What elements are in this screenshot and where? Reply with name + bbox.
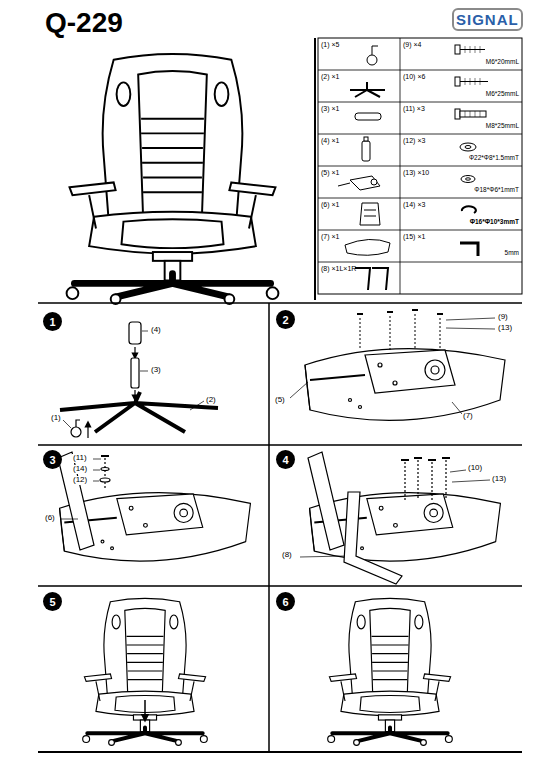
step-number: 2 — [276, 310, 295, 329]
step-number-text: 2 — [282, 314, 288, 326]
callout-number: (7) — [462, 412, 474, 421]
part-spec: M6*25mmL — [459, 90, 519, 97]
part-quantity: (12) ×3 — [403, 137, 425, 145]
callout-number: (10) — [467, 464, 483, 473]
callout-number: (2) — [205, 396, 217, 405]
step-number: 5 — [43, 592, 62, 611]
step-number: 3 — [43, 450, 62, 469]
part-quantity: (4) ×1 — [321, 137, 339, 145]
step-number-text: 1 — [49, 316, 55, 328]
part-spec: Φ18*Φ6*1mmT — [459, 186, 519, 193]
part-quantity: (14) ×3 — [403, 201, 425, 209]
step-number: 6 — [276, 592, 295, 611]
callout-number: (4) — [150, 326, 162, 335]
part-spec: M8*25mmL — [459, 122, 519, 129]
step-number: 4 — [276, 450, 295, 469]
part-quantity: (7) ×1 — [321, 233, 339, 241]
brand-badge: SIGNAL — [452, 8, 523, 31]
part-spec: Φ16*Φ10*3mmT — [459, 218, 519, 225]
step-number: 1 — [43, 312, 62, 331]
part-quantity: (8) ×1L×1R — [321, 265, 356, 273]
part-spec: M6*20mmL — [459, 58, 519, 65]
callout-number: (6) — [44, 514, 56, 523]
callout-number: (9) — [497, 313, 509, 322]
part-quantity: (5) ×1 — [321, 169, 339, 177]
step-number-text: 3 — [49, 454, 55, 466]
callout-number: (3) — [150, 366, 162, 375]
part-quantity: (10) ×6 — [403, 73, 425, 81]
callout-number: (11) — [72, 454, 88, 463]
part-quantity: (2) ×1 — [321, 73, 339, 81]
part-quantity: (1) ×5 — [321, 41, 339, 49]
part-quantity: (3) ×1 — [321, 105, 339, 113]
brand-badge-text: SIGNAL — [456, 11, 519, 28]
title-text: Q-229 — [45, 8, 123, 39]
part-quantity: (6) ×1 — [321, 201, 339, 209]
callout-number: (13) — [491, 475, 507, 484]
step-number-text: 4 — [282, 454, 288, 466]
part-quantity: (11) ×3 — [403, 105, 425, 113]
step-number-text: 5 — [49, 596, 55, 608]
part-spec: 5mm — [459, 249, 519, 256]
part-spec: Φ22*Φ8*1.5mmT — [459, 154, 519, 161]
part-quantity: (13) ×10 — [403, 169, 429, 177]
callout-number: (1) — [50, 414, 62, 423]
part-quantity: (9) ×4 — [403, 41, 421, 49]
callout-number: (14) — [72, 465, 88, 474]
callout-number: (5) — [274, 396, 286, 405]
step-number-text: 6 — [282, 596, 288, 608]
part-quantity: (15) ×1 — [403, 233, 425, 241]
callout-number: (8) — [281, 551, 293, 560]
callout-number: (12) — [72, 476, 88, 485]
callout-number: (13) — [497, 324, 513, 333]
